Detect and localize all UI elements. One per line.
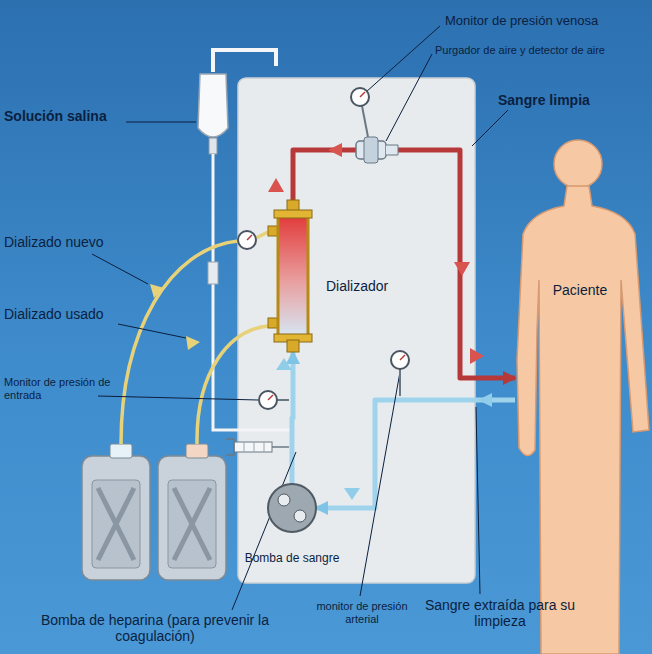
pressure-gauge <box>268 395 273 400</box>
dialysate-jug <box>98 488 134 560</box>
callout-label: Monitor de presión de entrada <box>4 376 114 401</box>
node-label: Dializador <box>326 278 388 294</box>
blood-pump: Bomba de sangre <box>237 482 347 578</box>
dialysate-line <box>197 326 268 444</box>
saline-hanger <box>213 50 276 72</box>
patient-figure-shape <box>515 130 652 654</box>
leader-line <box>472 110 508 146</box>
flow-arrow <box>454 262 470 276</box>
leader-line <box>92 26 508 610</box>
dialyzer-shape <box>268 200 318 352</box>
leader-line <box>118 324 186 338</box>
pressure-gauge <box>259 391 289 409</box>
flow-arrow <box>328 143 342 157</box>
pressure-gauge <box>247 235 252 240</box>
heparin-syringe <box>234 442 272 452</box>
air-trap <box>356 137 398 163</box>
flow-arrow <box>478 393 492 407</box>
dialysate-jug <box>92 480 140 568</box>
pressure-gauge <box>362 106 368 137</box>
pressure-gauge <box>238 231 256 249</box>
blood-line <box>293 150 515 378</box>
leader-line <box>476 407 480 594</box>
blood-line <box>292 352 293 484</box>
flow-arrow <box>150 143 492 500</box>
callout-label: Bomba de heparina (para prevenir la coag… <box>30 612 280 644</box>
leader-line <box>98 396 258 400</box>
callout-label: Dializado usado <box>4 306 134 322</box>
dialysate-jug <box>168 480 216 568</box>
pressure-gauge <box>351 88 369 106</box>
heparin-syringe <box>272 446 289 448</box>
air-trap <box>364 137 378 163</box>
dialysate-jug <box>174 488 210 560</box>
saline-bag <box>198 74 228 137</box>
dialysate-line <box>121 232 268 444</box>
dialysate-jug <box>82 444 150 580</box>
pressure-gauge <box>391 351 409 369</box>
callout-label: Monitor de presión venosa <box>445 14 649 29</box>
pressure-gauge <box>360 92 365 97</box>
flow-arrow <box>470 348 484 364</box>
pressure-gauge <box>351 88 369 137</box>
pressure-gauge <box>399 369 401 396</box>
dialysate-jug <box>158 456 226 580</box>
dialysate-jug <box>110 444 132 458</box>
leader-line <box>92 254 148 284</box>
saline-hanger <box>213 50 276 72</box>
patient-figure: Paciente <box>515 130 652 654</box>
node-label: Bomba de sangre <box>237 552 347 566</box>
air-trap <box>386 145 398 155</box>
saline-bag <box>198 74 228 154</box>
flow-arrow <box>344 488 360 500</box>
blood-pump-shape <box>237 482 347 534</box>
saline-bag <box>209 138 217 154</box>
pressure-gauge <box>400 355 405 360</box>
saline-line <box>208 262 218 284</box>
callout-label: Sangre limpia <box>498 92 638 108</box>
flow-arrow <box>150 284 164 298</box>
pressure-gauge <box>238 231 256 249</box>
leader-line <box>126 122 196 123</box>
callout-label: Solución salina <box>4 108 128 124</box>
heparin-syringe <box>226 439 289 455</box>
pressure-gauge <box>259 391 277 409</box>
heparin-syringe <box>226 439 234 455</box>
callout-label: monitor de presión arterial <box>312 600 412 625</box>
callout-label: Purgador de aire y detector de aire <box>435 44 649 57</box>
dialysate-line <box>121 241 238 444</box>
pressure-gauge <box>391 351 409 396</box>
leader-line <box>360 372 400 596</box>
dialysate-line <box>256 232 268 238</box>
flow-arrow <box>186 336 200 350</box>
flow-arrow <box>268 178 284 192</box>
dialysate-jug <box>82 456 150 580</box>
pressure-gauge <box>277 399 289 401</box>
blood-line <box>316 400 515 508</box>
flow-arrow <box>276 358 292 370</box>
heparin-syringe <box>244 442 264 452</box>
dialyzer: Dializador <box>268 200 318 352</box>
leader-line <box>386 54 432 141</box>
dialysate-jug <box>186 444 208 458</box>
callout-label: Sangre extraída para su limpieza <box>410 597 590 629</box>
node-label: Paciente <box>515 282 645 298</box>
callout-label: Dializado nuevo <box>4 234 134 250</box>
dialysate-jug <box>158 444 226 580</box>
